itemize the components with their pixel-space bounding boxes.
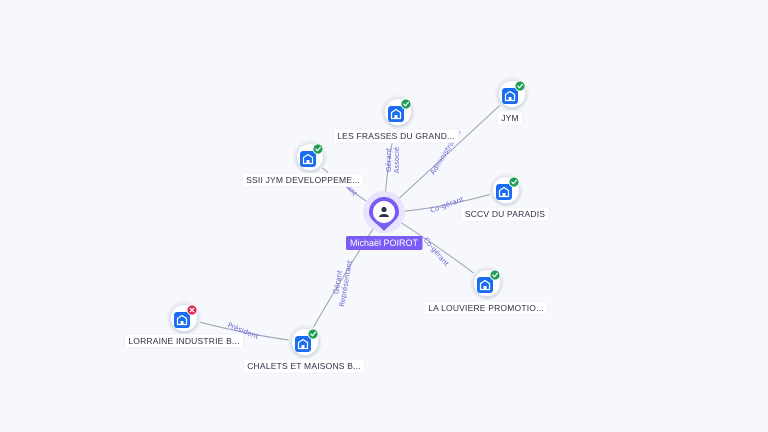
relation-label: Co-gérant	[429, 195, 465, 215]
building-icon	[502, 88, 518, 104]
company-label[interactable]: JYM	[496, 110, 524, 126]
check-icon	[508, 176, 520, 188]
building-icon	[300, 151, 316, 167]
building-icon	[295, 336, 311, 352]
company-node[interactable]: LES FRASSES DU GRAND...	[332, 95, 460, 144]
person-name: Michaël POIROT	[350, 238, 419, 248]
company-node[interactable]: CHALETS ET MAISONS B...	[242, 325, 366, 374]
company-label-bg	[423, 300, 549, 316]
company-label[interactable]: CHALETS ET MAISONS B...	[242, 358, 366, 374]
check-icon	[312, 143, 324, 155]
company-name: LA LOUVIERE PROMOTIO...	[428, 303, 544, 313]
company-label-bg	[332, 128, 460, 144]
person-label-bg	[345, 236, 423, 250]
company-name: CHALETS ET MAISONS B...	[247, 361, 361, 371]
relation-label: Co-gérant	[422, 236, 451, 268]
company-label-bg	[241, 172, 365, 188]
company-label-bg	[460, 206, 550, 222]
building-icon	[496, 184, 512, 200]
check-icon	[514, 80, 526, 92]
company-name: SSII JYM DEVELOPPEME...	[246, 175, 360, 185]
check-icon	[489, 269, 501, 281]
company-label[interactable]: LES FRASSES DU GRAND...	[332, 128, 460, 144]
company-label[interactable]: LORRAINE INDUSTRIE B...	[124, 333, 244, 349]
company-name: SCCV DU PARADIS	[465, 209, 545, 219]
cross-icon	[186, 304, 198, 316]
check-icon	[400, 98, 412, 110]
company-name: LES FRASSES DU GRAND...	[337, 131, 455, 141]
company-node[interactable]: SSII JYM DEVELOPPEME...	[241, 140, 365, 188]
relation-edge	[383, 93, 513, 213]
check-icon	[307, 328, 319, 340]
company-node[interactable]: JYM	[495, 77, 529, 126]
company-label[interactable]: LA LOUVIERE PROMOTIO...	[423, 300, 549, 316]
company-name: LORRAINE INDUSTRIE B...	[128, 336, 239, 346]
company-label-bg	[242, 358, 366, 374]
company-label-bg	[496, 110, 524, 126]
company-label[interactable]: SCCV DU PARADIS	[460, 206, 550, 222]
building-icon	[388, 106, 404, 122]
relation-label-line: Co-gérant	[429, 195, 465, 215]
company-node[interactable]: LA LOUVIERE PROMOTIO...	[423, 266, 549, 316]
building-icon	[477, 277, 493, 293]
relation-label: GérantReprésentant	[330, 258, 354, 307]
company-label-bg	[124, 333, 244, 349]
company-label[interactable]: SSII JYM DEVELOPPEME...	[241, 172, 365, 188]
person-label[interactable]: Michaël POIROT	[345, 236, 423, 250]
building-icon	[174, 312, 190, 328]
company-node[interactable]: LORRAINE INDUSTRIE B...	[124, 301, 244, 349]
company-name: JYM	[501, 113, 519, 123]
person-icon	[379, 206, 389, 217]
relation-label-line: Co-gérant	[422, 236, 451, 268]
relation-label-line: Gérant	[385, 148, 393, 172]
relation-label: GérantAssocié	[385, 147, 401, 173]
company-node[interactable]: SCCV DU PARADIS	[460, 173, 550, 222]
person-node[interactable]: Michaël POIROT	[345, 191, 423, 250]
relation-label-line: Associé	[393, 147, 401, 173]
